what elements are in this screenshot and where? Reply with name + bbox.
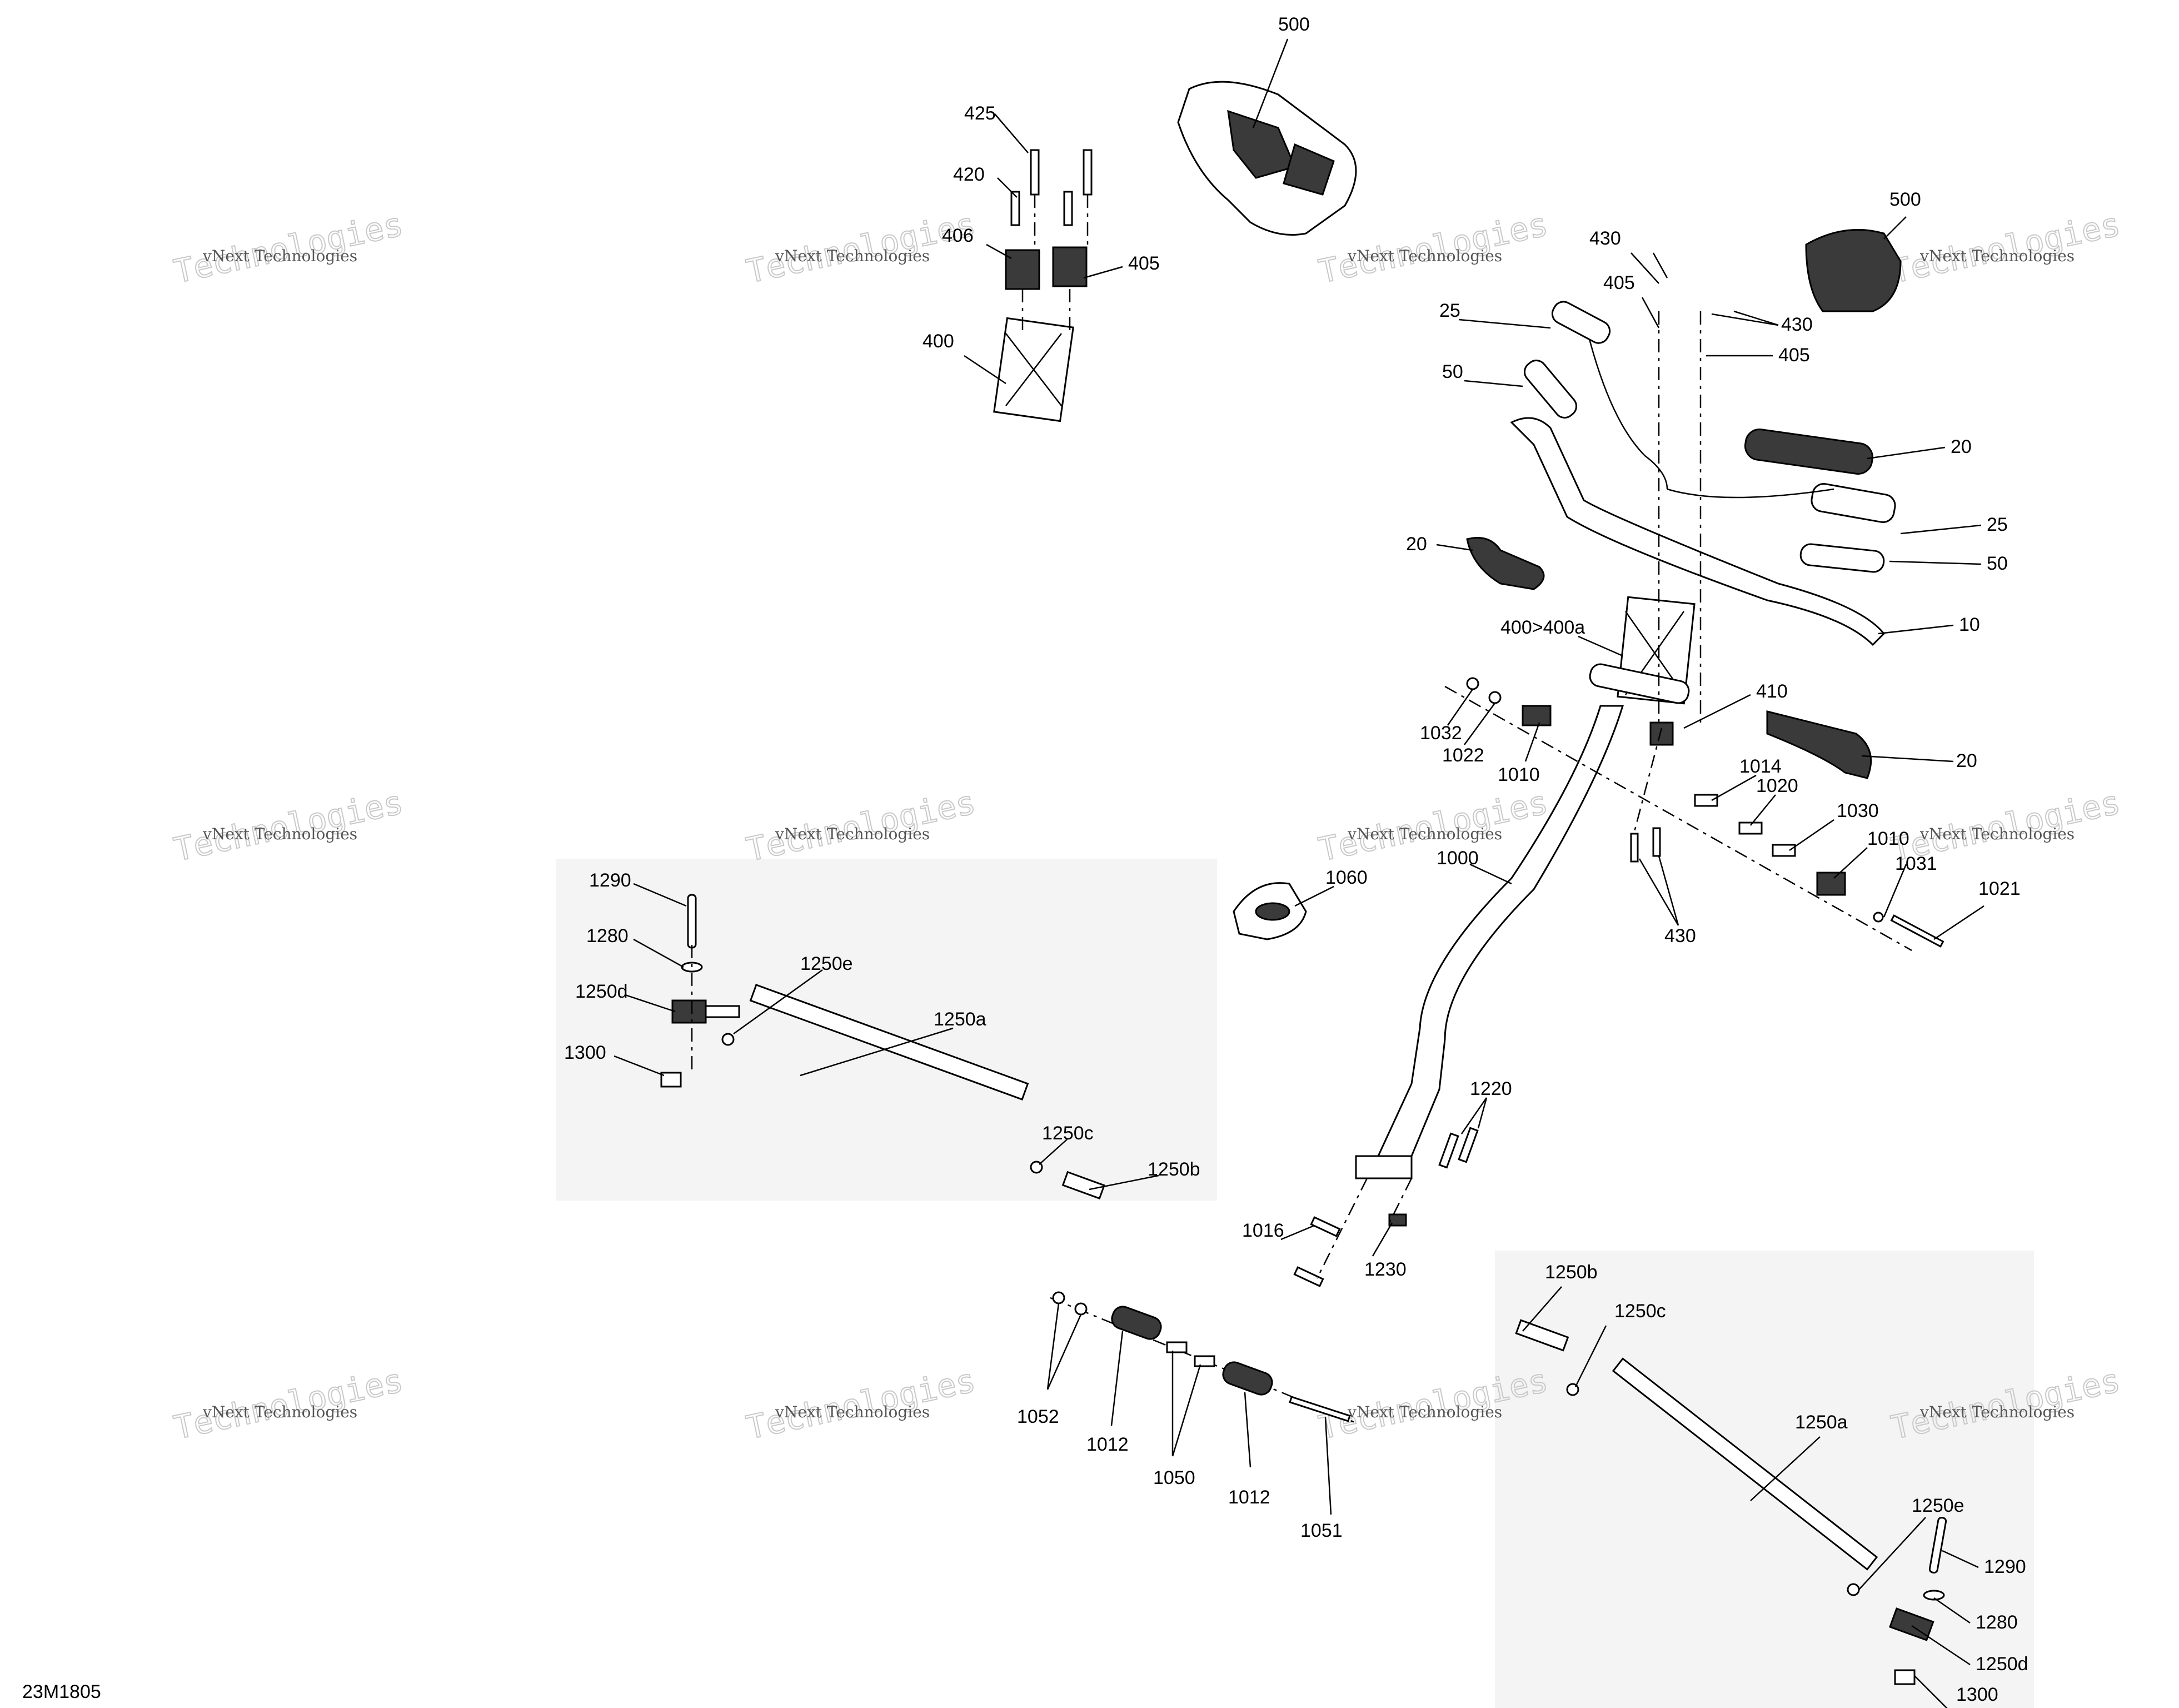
callout-label: 1031: [1895, 853, 1937, 874]
callout-label: 405: [1778, 345, 1810, 366]
watermark-small: vNext Technologies: [1919, 247, 2075, 265]
callout-label: 1060: [1325, 867, 1368, 888]
callout-label: 500: [1278, 14, 1310, 35]
callout-label: 1000: [1437, 848, 1479, 869]
callout-label: 1250e: [800, 953, 853, 974]
callout-label: 430: [1589, 228, 1621, 249]
callout-label: 1290: [589, 870, 631, 891]
callout-label: 406: [942, 225, 974, 246]
callout-label: 1230: [1364, 1259, 1407, 1280]
callout-label: 1290: [1984, 1556, 2026, 1577]
callout-label: 1012: [1228, 1487, 1270, 1508]
callout-label: 1250d: [1976, 1654, 2028, 1675]
callout-label: 1010: [1498, 764, 1540, 785]
watermark-small: vNext Technologies: [202, 825, 357, 843]
callout-label: 430: [1664, 925, 1696, 947]
column-cover-part: [1233, 882, 1307, 940]
callout-label: 1300: [1956, 1684, 1998, 1705]
callout-label: 1280: [586, 925, 629, 947]
callout-label: 1050: [1153, 1467, 1195, 1488]
callout-label: 1032: [1420, 723, 1462, 744]
callout-label: 1012: [1086, 1434, 1129, 1455]
callout-label: 1010: [1867, 828, 1909, 849]
callout-label: 1021: [1978, 878, 2021, 899]
watermark-small: vNext Technologies: [1347, 247, 1502, 265]
callout-label: 50: [1987, 553, 2008, 574]
callout-label: 400: [923, 331, 954, 352]
callout-label: 1020: [1756, 775, 1798, 796]
callout-label: 1051: [1300, 1520, 1343, 1541]
callout-label: 1250c: [1614, 1301, 1666, 1322]
callout-label: 1016: [1242, 1220, 1284, 1241]
callout-label: 430: [1781, 314, 1813, 335]
callout-label: 25: [1439, 300, 1460, 321]
callout-label: 20: [1956, 750, 1977, 771]
watermark-small: vNext Technologies: [1347, 825, 1502, 843]
left-linkage-panel: [556, 859, 1217, 1201]
callout-label: 1052: [1017, 1406, 1059, 1427]
riser-clamp-part: [993, 149, 1093, 422]
callout-label: 1250a: [934, 1009, 986, 1030]
tie-rod-right-part: [1515, 1319, 1947, 1685]
steering-column-part: [1355, 705, 1624, 1179]
grip-part: [1466, 428, 1873, 779]
linkage-middle-part: [1050, 1291, 1357, 1424]
callout-label: 20: [1951, 436, 1972, 457]
callout-label: 400>400a: [1500, 617, 1585, 638]
callout-labels: 500 425 420 406 405 400 430 405 25 430 5…: [564, 14, 2028, 1705]
callout-label: 10: [1959, 614, 1980, 635]
callout-label: 1220: [1470, 1078, 1512, 1099]
riser-part: [1589, 596, 1696, 746]
callout-label: 420: [953, 164, 985, 185]
watermark-small: vNext Technologies: [1919, 1403, 2075, 1421]
callout-label: 20: [1406, 534, 1427, 555]
callout-label: 425: [964, 103, 996, 124]
grip-heater-part: [1523, 301, 1896, 573]
callout-label: 500: [1889, 189, 1921, 210]
watermark-small: vNext Technologies: [775, 825, 930, 843]
watermark-small: vNext Technologies: [1919, 825, 2075, 843]
handlebar-pad-part-right: [1805, 228, 1902, 312]
callout-label: 1250e: [1912, 1495, 1964, 1516]
callout-label: 1300: [564, 1042, 606, 1063]
steering-hardware-right: [1444, 311, 1944, 952]
watermark-small: vNext Technologies: [775, 1403, 930, 1421]
callout-label: 1030: [1837, 800, 1879, 821]
callout-label: 1250b: [1148, 1159, 1200, 1180]
watermark-small: vNext Technologies: [202, 247, 357, 265]
callout-label: 1250b: [1545, 1262, 1598, 1283]
callout-label: 1014: [1739, 756, 1782, 777]
steering-hardware-lower: [1293, 1127, 1479, 1287]
watermark-small: vNext Technologies: [202, 1403, 357, 1421]
callout-label: 1250a: [1795, 1412, 1848, 1433]
tie-rod-left-part: [660, 894, 1105, 1200]
handlebar-pad-part: [1177, 81, 1357, 236]
callout-label: 50: [1442, 361, 1463, 382]
callout-label: 1250d: [575, 981, 628, 1002]
drawing-number: 23M1805: [22, 1681, 101, 1702]
leader-lines: [614, 38, 1984, 1708]
callout-label: 405: [1128, 253, 1160, 274]
handlebar-part: [1510, 417, 1886, 646]
callout-label: 1280: [1976, 1612, 2018, 1633]
callout-label: 1022: [1442, 745, 1484, 766]
callout-label: 405: [1603, 272, 1635, 293]
callout-label: 25: [1987, 514, 2008, 535]
watermark-small: vNext Technologies: [1347, 1403, 1502, 1421]
callout-label: 410: [1756, 681, 1788, 702]
watermark-small: vNext Technologies: [775, 247, 930, 265]
callout-label: 1250c: [1042, 1123, 1094, 1144]
